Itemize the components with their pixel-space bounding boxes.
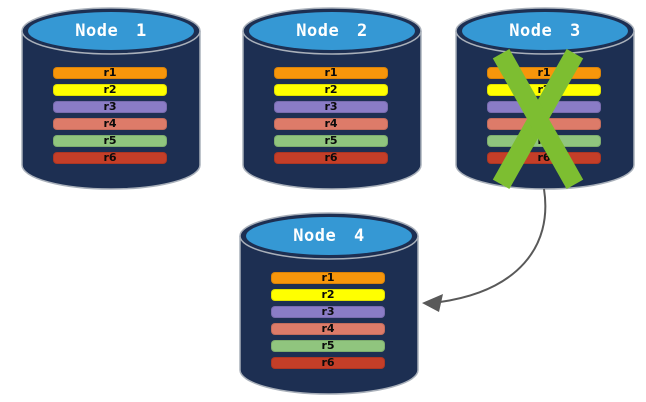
- cylinder-top-ellipse: [249, 12, 415, 50]
- replica-bar: r5: [53, 135, 167, 147]
- replica-bar: r3: [274, 101, 388, 113]
- cylinder-top-ellipse: [462, 12, 628, 50]
- node-3: Node 3 r1 r2 r3 r4 r5 r6: [455, 7, 635, 191]
- node-3-title: Node 3: [509, 21, 581, 41]
- replica-bar: r1: [53, 67, 167, 79]
- failover-arrowhead-icon: [422, 294, 443, 312]
- cylinder-outline: [21, 31, 201, 190]
- replica-bar: r1: [274, 67, 388, 79]
- cylinder-top-ellipse: [246, 217, 412, 255]
- replica-bar: r6: [271, 357, 385, 369]
- node-2-title: Node 2: [296, 21, 368, 41]
- cylinder-outline: [239, 236, 419, 395]
- node-1-replica-list: r1 r2 r3 r4 r5 r6: [53, 67, 167, 164]
- replica-bar: r6: [274, 152, 388, 164]
- node-1-title: Node 1: [75, 21, 147, 41]
- replica-bar: r3: [53, 101, 167, 113]
- node-4: Node 4 r1 r2 r3 r4 r5 r6: [239, 212, 419, 396]
- replica-bar: r2: [271, 289, 385, 301]
- node-2: Node 2 r1 r2 r3 r4 r5 r6: [242, 7, 422, 191]
- failover-arrow-curve: [439, 188, 547, 303]
- replica-bar: r5: [274, 135, 388, 147]
- cylinder-top-outline: [239, 212, 419, 260]
- node-4-replica-list: r1 r2 r3 r4 r5 r6: [271, 272, 385, 369]
- node-2-replica-list: r1 r2 r3 r4 r5 r6: [274, 67, 388, 164]
- node-1: Node 1 r1 r2 r3 r4 r5 r6: [21, 7, 201, 191]
- replica-bar: r2: [274, 84, 388, 96]
- replica-bar: r4: [274, 118, 388, 130]
- replica-bar: r1: [271, 272, 385, 284]
- cylinder-top-outline: [21, 7, 201, 55]
- replica-bar: r3: [271, 306, 385, 318]
- replica-bar: r2: [53, 84, 167, 96]
- replica-bar: r4: [271, 323, 385, 335]
- failure-x-mark: [492, 49, 583, 189]
- replica-bar: r6: [53, 152, 167, 164]
- replica-bar: r4: [53, 118, 167, 130]
- cylinder-outline: [242, 31, 422, 190]
- cylinder-top-outline: [242, 7, 422, 55]
- replica-bar: r5: [271, 340, 385, 352]
- cylinder-top-ellipse: [28, 12, 194, 50]
- cylinder-top-outline: [455, 7, 635, 55]
- node-4-title: Node 4: [293, 226, 365, 246]
